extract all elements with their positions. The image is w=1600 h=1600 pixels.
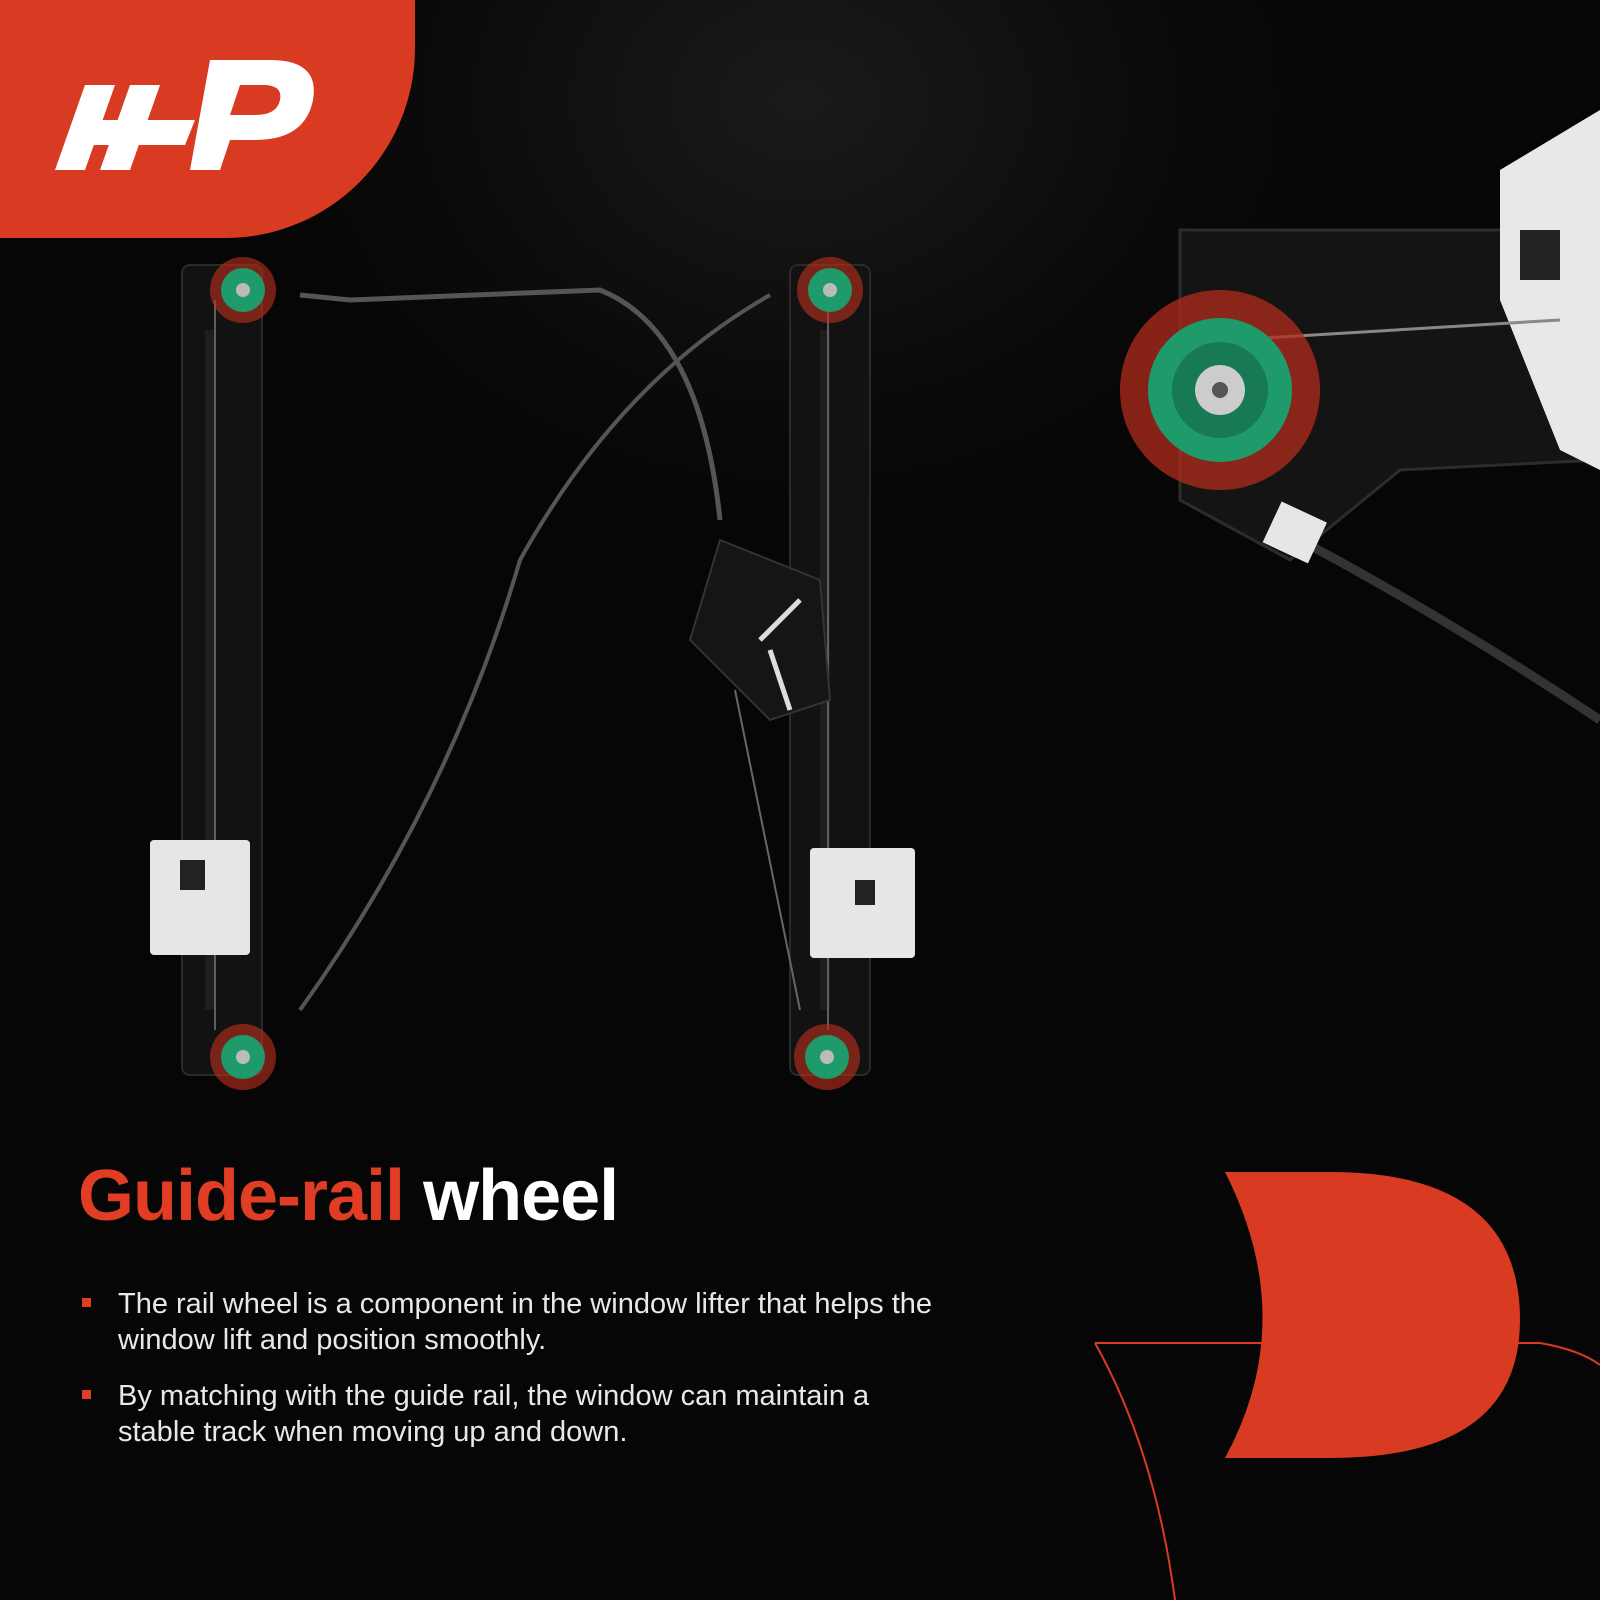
feature-list: The rail wheel is a component in the win…: [78, 1286, 948, 1470]
closeup-rail-wheel: [1120, 290, 1320, 490]
bullet-text: The rail wheel is a component in the win…: [118, 1288, 933, 1356]
left-glass-clip: [150, 840, 250, 955]
wheel-closeup-illustration: [1120, 110, 1600, 724]
title-rest: wheel: [423, 1156, 619, 1236]
page-title: Guide-rail wheel: [78, 1160, 619, 1232]
bullet-square-icon: [82, 1390, 91, 1399]
drive-bracket: [688, 538, 832, 722]
list-item: By matching with the guide rail, the win…: [78, 1378, 948, 1450]
list-item: The rail wheel is a component in the win…: [78, 1286, 948, 1358]
bullet-text: By matching with the guide rail, the win…: [118, 1380, 870, 1448]
bullet-square-icon: [82, 1298, 91, 1307]
window-regulator-illustration: [150, 257, 915, 1090]
title-highlight: Guide-rail: [78, 1156, 405, 1236]
rail-wheel-bottom-right: [794, 1024, 860, 1090]
rail-wheel-top-right: [797, 257, 863, 323]
rail-wheel-top-left: [210, 257, 276, 323]
right-glass-clip: [810, 848, 915, 958]
ap-logo-icon: [55, 60, 314, 170]
rail-wheel-bottom-left: [210, 1024, 276, 1090]
